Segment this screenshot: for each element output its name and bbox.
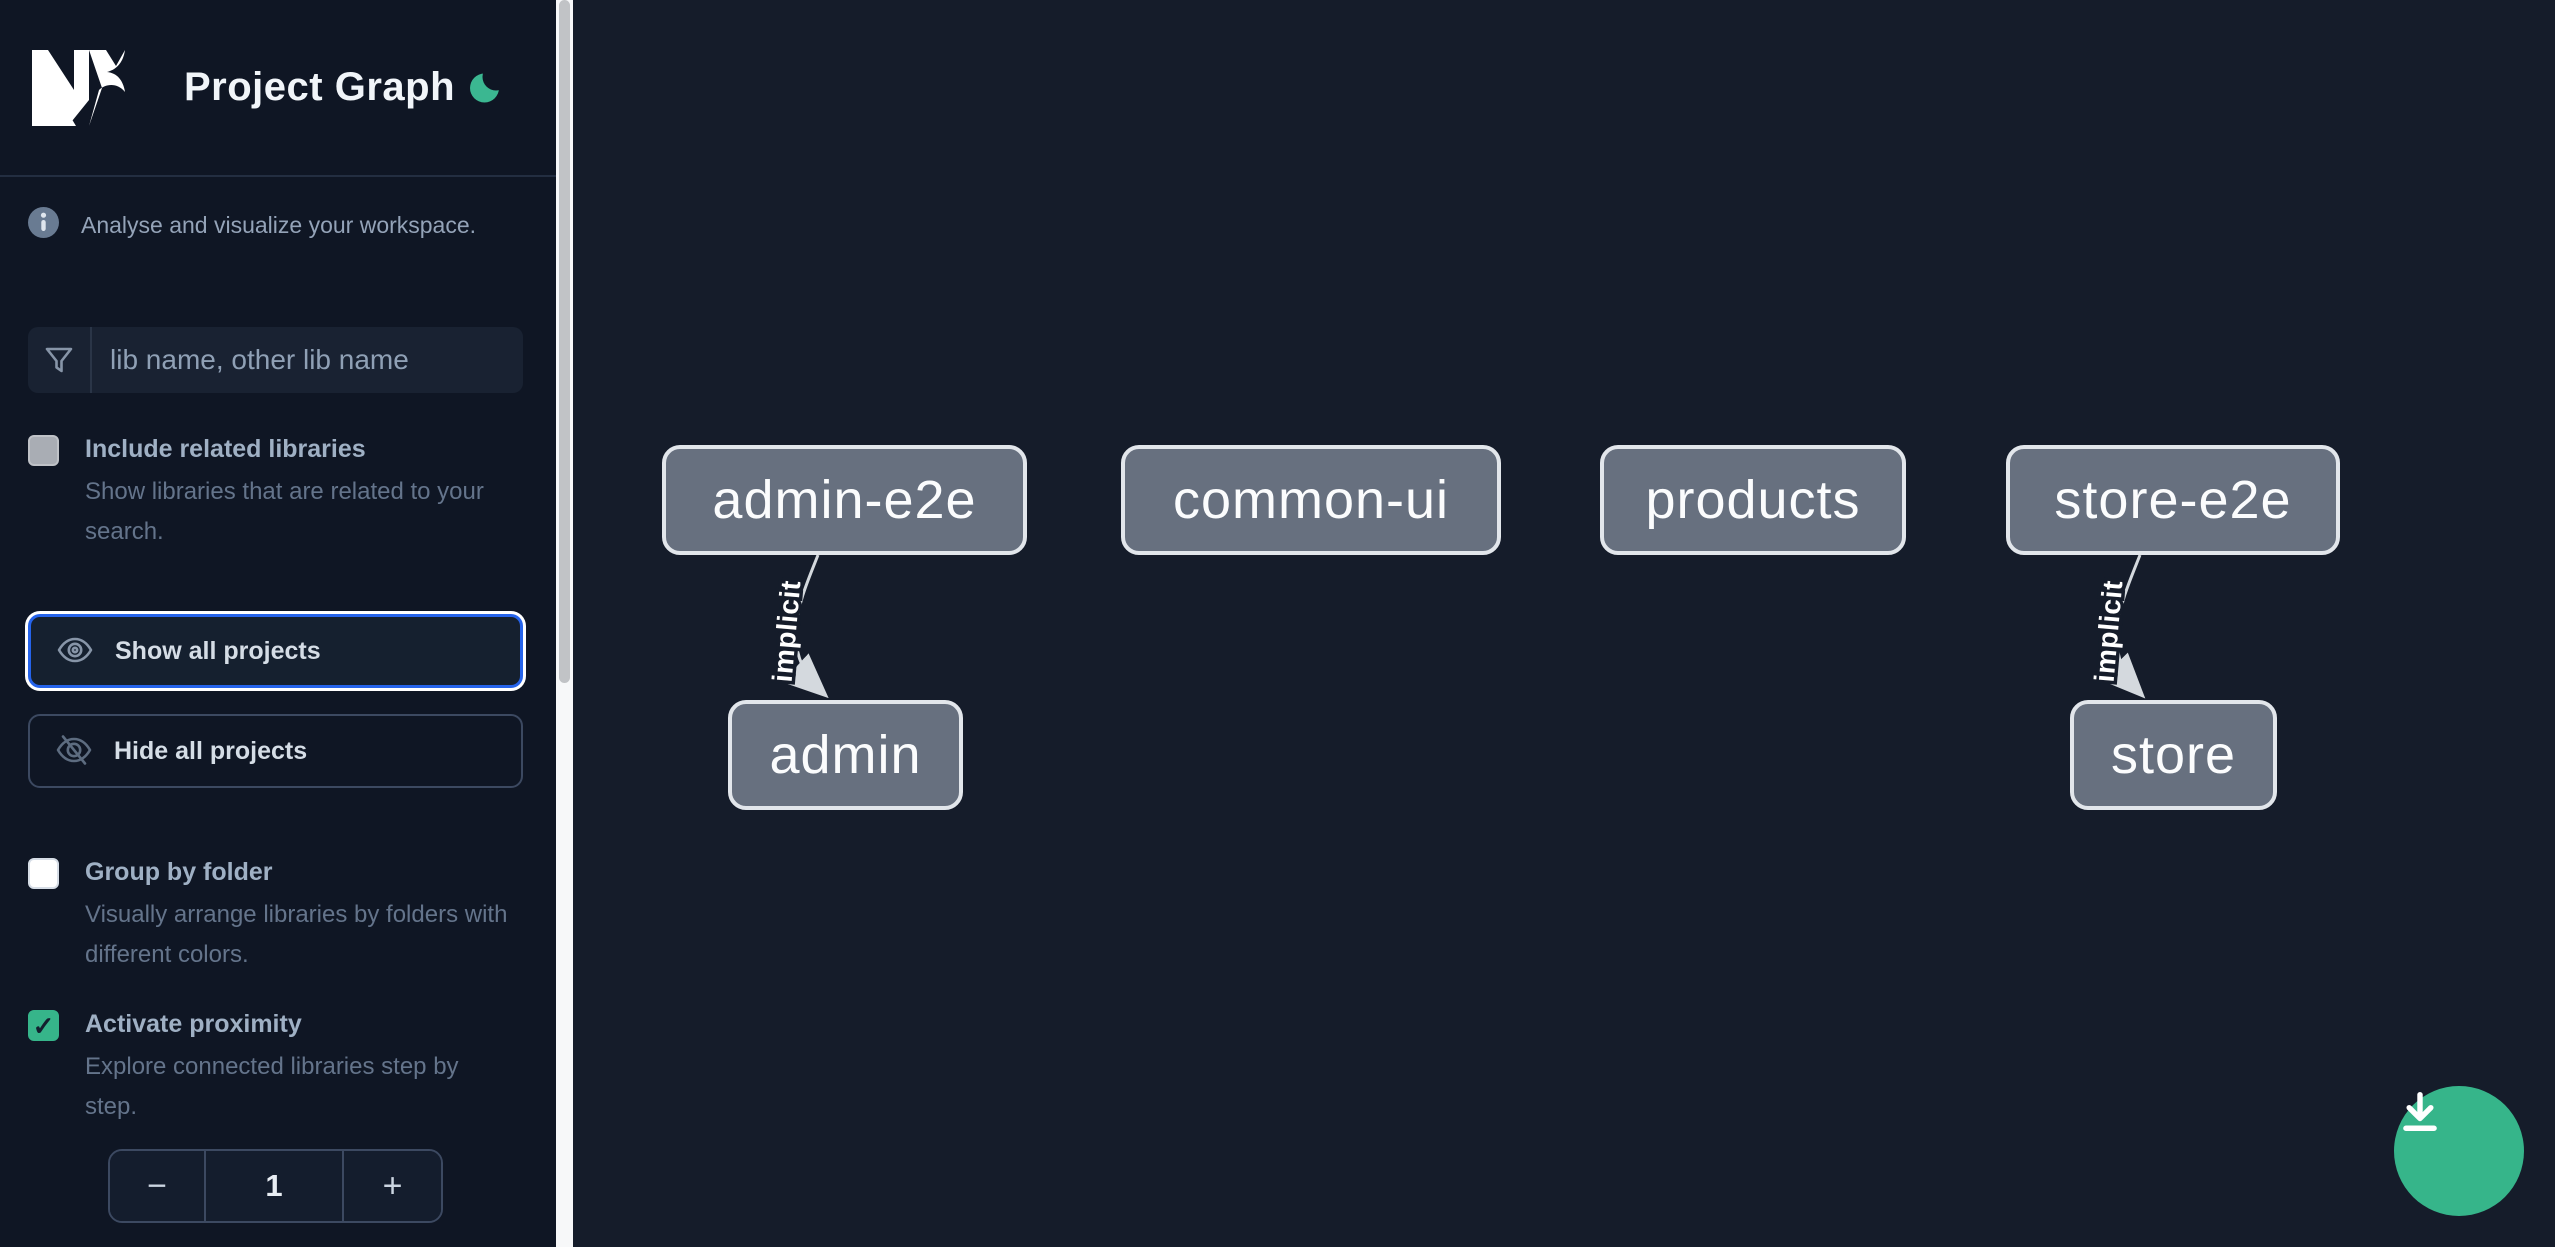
hide-all-projects-label: Hide all projects [114, 736, 308, 765]
graph-node[interactable]: store-e2e [2006, 445, 2340, 555]
checkbox-description: Explore connected libraries step by step… [85, 1053, 459, 1120]
checkbox-label: Activate proximity [85, 1010, 302, 1038]
checkbox-row-activate-proximity: ✓ Activate proximity Explore connected l… [0, 1008, 556, 1127]
eye-off-icon [56, 734, 92, 768]
check-icon: ✓ [32, 1010, 55, 1041]
show-all-projects-button[interactable]: Show all projects [28, 614, 523, 688]
graph-node[interactable]: products [1600, 445, 1906, 555]
graph-node[interactable]: admin-e2e [662, 445, 1027, 555]
page-title: Project Graph [184, 65, 456, 109]
graph-edge [782, 554, 829, 699]
theme-toggle-button[interactable] [466, 68, 506, 108]
eye-icon [57, 637, 93, 666]
checkbox-description: Visually arrange libraries by folders wi… [85, 901, 508, 968]
edge-label: implicit [767, 579, 807, 683]
activate-proximity-checkbox[interactable]: ✓ [28, 1010, 59, 1041]
graph-node[interactable]: store [2070, 700, 2277, 810]
graph-edge [2099, 554, 2146, 699]
checkbox-row-group-by-folder: Group by folder Visually arrange librari… [0, 856, 556, 975]
tagline-text: Analyse and visualize your workspace. [81, 211, 477, 238]
nx-logo-icon [28, 48, 128, 128]
checkbox-label: Include related libraries [85, 435, 366, 463]
proximity-depth-stepper: − 1 + [108, 1149, 443, 1223]
checkbox-row-include-related: Include related libraries Show libraries… [0, 433, 556, 552]
info-row: Analyse and visualize your workspace. [0, 177, 556, 243]
show-all-projects-label: Show all projects [115, 636, 321, 665]
proximity-depth-value: 1 [206, 1151, 342, 1221]
search-box [28, 327, 523, 393]
decrement-button[interactable]: − [110, 1151, 206, 1221]
sidebar-scrollbar [556, 0, 573, 1247]
graph-node[interactable]: common-ui [1121, 445, 1501, 555]
hide-all-projects-button[interactable]: Hide all projects [28, 714, 523, 788]
include-related-checkbox[interactable] [28, 435, 59, 466]
checkbox-label: Group by folder [85, 858, 273, 886]
info-icon [28, 207, 59, 243]
filter-icon [28, 327, 92, 393]
sidebar-header: Project Graph [0, 0, 556, 177]
moon-icon [469, 68, 503, 107]
graph-node[interactable]: admin [728, 700, 963, 810]
scrollbar-thumb[interactable] [559, 0, 570, 683]
sidebar: Project Graph Analyse and visualize y [0, 0, 556, 1247]
download-image-button[interactable] [2394, 1086, 2524, 1216]
checkbox-description: Show libraries that are related to your … [85, 478, 484, 545]
search-input[interactable] [92, 327, 523, 393]
group-by-folder-checkbox[interactable] [28, 858, 59, 889]
increment-button[interactable]: + [342, 1151, 441, 1221]
